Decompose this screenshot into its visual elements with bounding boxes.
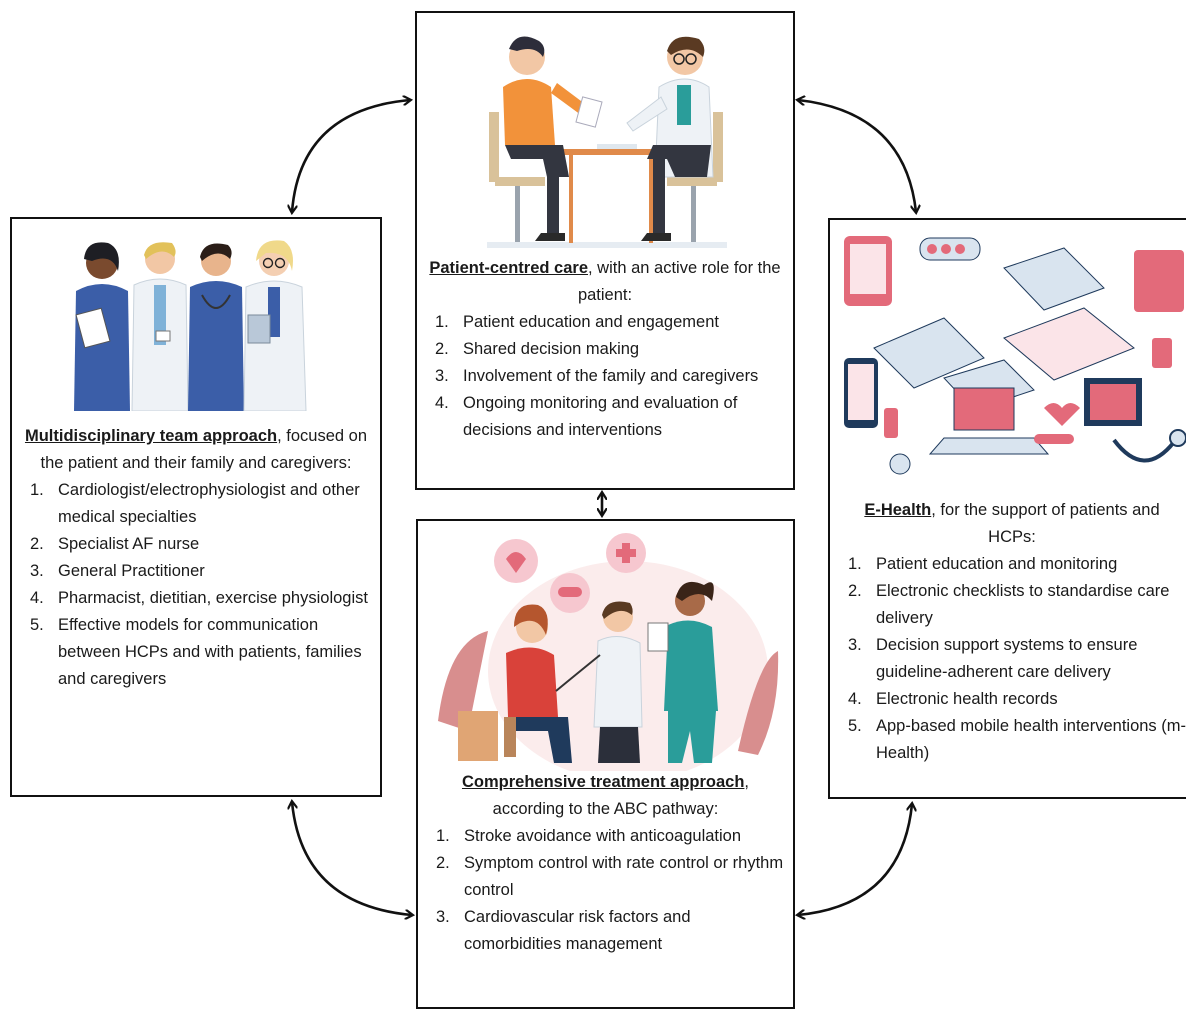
list-item: 2.Shared decision making — [435, 340, 640, 358]
e-health-box: E-Health, for the support of patients an… — [828, 218, 1186, 799]
list-item: 3.General Practitioner — [30, 562, 205, 580]
list-item: 1.Cardiologist/electrophysiologist and o… — [30, 481, 360, 526]
multidisciplinary-team-list: 1.Cardiologist/electrophysiologist and o… — [12, 477, 380, 693]
patient-centred-care-list: 1.Patient education and engagement 2.Sha… — [417, 309, 793, 444]
e-health-title: E-Health — [864, 501, 932, 519]
list-item: 4.Pharmacist, dietitian, exercise physio… — [30, 589, 368, 607]
comprehensive-treatment-list: 1.Stroke avoidance with anticoagulation … — [418, 823, 793, 958]
patient-centred-care-subtitle: , with an active role for the patient: — [577, 259, 781, 304]
list-item: 3.Cardiovascular risk factors and comorb… — [436, 908, 691, 953]
list-item: 3.Decision support systems to ensure gui… — [848, 636, 1138, 681]
multidisciplinary-team-box: Multidisciplinary team approach, focused… — [10, 217, 382, 797]
e-health-list: 1.Patient education and monitoring 2.Ele… — [830, 551, 1186, 767]
arrow-team-treatment — [292, 802, 412, 915]
multidisciplinary-team-title: Multidisciplinary team approach — [24, 427, 278, 445]
list-item: 4.Ongoing monitoring and evaluation of d… — [435, 394, 738, 439]
list-item: 4.Electronic health records — [848, 690, 1058, 708]
patient-centred-care-text: Patient-centred care, with an active rol… — [417, 255, 793, 444]
patient-centred-care-box: Patient-centred care, with an active rol… — [415, 11, 795, 490]
comprehensive-treatment-box: Comprehensive treatment approach, accord… — [416, 519, 795, 1009]
comprehensive-treatment-title: Comprehensive treatment approach — [461, 773, 745, 791]
e-health-subtitle: , for the support of patients and HCPs: — [931, 501, 1160, 546]
list-item: 1.Patient education and engagement — [435, 313, 719, 331]
comprehensive-treatment-subtitle: , according to the ABC pathway: — [492, 773, 749, 818]
list-item: 3.Involvement of the family and caregive… — [435, 367, 759, 385]
e-health-text: E-Health, for the support of patients an… — [830, 497, 1186, 767]
patient-centred-care-title: Patient-centred care — [429, 259, 589, 277]
list-item: 2.Symptom control with rate control or r… — [436, 854, 784, 899]
e-health-heading: E-Health, for the support of patients an… — [830, 497, 1186, 551]
list-item: 5.Effective models for communication bet… — [30, 616, 362, 688]
list-item: 5.App-based mobile health interventions … — [848, 717, 1186, 762]
doctor-patient-consultation-illustration — [487, 36, 727, 248]
list-item: 2.Electronic checklists to standardise c… — [848, 582, 1170, 627]
list-item: 2.Specialist AF nurse — [30, 535, 200, 553]
comprehensive-treatment-heading: Comprehensive treatment approach, accord… — [418, 769, 793, 823]
list-item: 1.Stroke avoidance with anticoagulation — [436, 827, 742, 845]
digital-health-illustration — [844, 236, 1186, 475]
arrow-team-patient — [292, 100, 410, 212]
multidisciplinary-team-heading: Multidisciplinary team approach, focused… — [12, 423, 380, 477]
blood-pressure-check-illustration — [438, 533, 779, 771]
list-item: 1.Patient education and monitoring — [848, 555, 1118, 573]
arrow-ehealth-treatment — [798, 804, 912, 915]
medical-team-illustration — [74, 240, 307, 411]
multidisciplinary-team-text: Multidisciplinary team approach, focused… — [12, 423, 380, 693]
patient-centred-care-heading: Patient-centred care, with an active rol… — [417, 255, 793, 309]
arrow-patient-ehealth — [798, 100, 916, 212]
comprehensive-treatment-text: Comprehensive treatment approach, accord… — [418, 769, 793, 958]
multidisciplinary-team-subtitle: , focused on the patient and their famil… — [40, 427, 368, 472]
